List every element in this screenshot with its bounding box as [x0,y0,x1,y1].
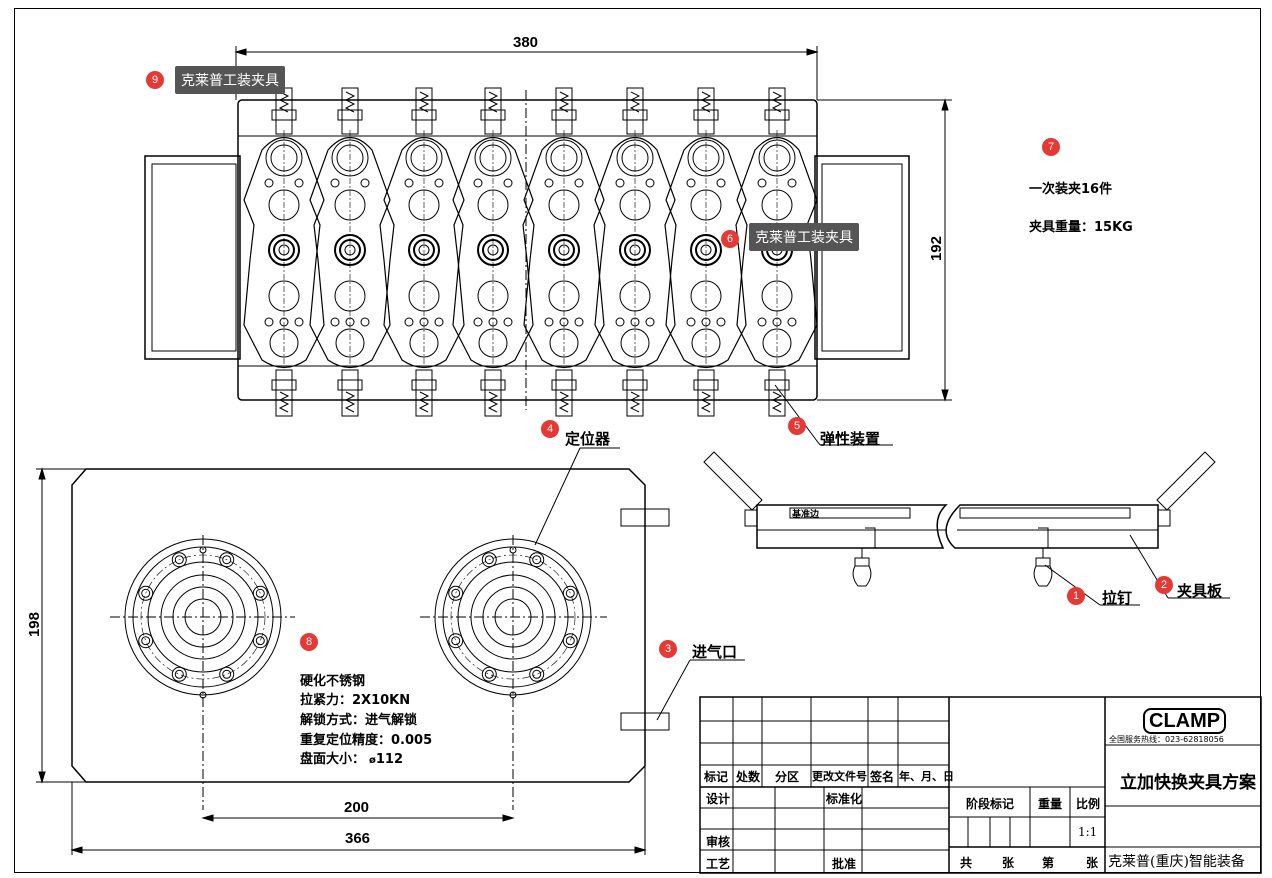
note-repeatability: 重复定位精度：0.005 [300,733,433,748]
row-design: 设计 [706,792,731,806]
clamp-unit [523,87,605,417]
sheet-label-2: 张 [1086,856,1099,870]
locator-disks [124,538,592,699]
row-process: 工艺 [706,857,731,871]
marker-7[interactable]: 7 [1042,138,1060,156]
note-disk-size: 盘面大小：ø112 [300,748,403,767]
tooltip-9: 克莱普工装夹具 [175,66,285,94]
label-air-inlet: 进气口 [692,643,738,661]
note-pieces-per-clamp: 一次装夹16件 [1029,182,1113,197]
marker-1[interactable]: 1 [1067,587,1085,605]
locator-disk [124,538,282,699]
label-elastic-device: 弹性装置 [820,430,881,448]
locator-disk [434,538,592,699]
dimension-200: 200 [344,799,370,816]
marker-4[interactable]: 4 [541,420,559,438]
clamp-unit [243,87,325,417]
marker-2[interactable]: 2 [1155,576,1173,594]
weight-label: 重量 [1038,797,1063,811]
clamp-unit [736,87,818,417]
header-signature: 签名 [870,770,895,784]
stage-mark: 阶段标记 [966,797,1015,811]
marker-6[interactable]: 6 [721,230,739,248]
sheet-label: 张 [1002,856,1015,870]
dimension-192: 192 [928,236,945,262]
company-name: 克莱普(重庆)智能装备 [1108,854,1245,870]
header-count: 处数 [736,770,761,784]
marker-3[interactable]: 3 [659,640,677,658]
side-view [703,451,1216,587]
title-block-grid [699,696,1262,874]
note-material: 硬化不锈钢 [300,674,366,689]
label-datum-edge: 基准边 [792,510,820,520]
clamp-units [243,87,818,417]
dimension-366: 366 [345,830,371,847]
dimension-198: 198 [26,612,43,638]
clamp-unit [665,87,747,417]
page-label: 第 [1042,856,1055,870]
clamp-unit [452,87,534,417]
row-review: 审核 [706,835,731,849]
note-disk-size-label: 盘面大小： [300,752,366,767]
clamp-unit [594,87,676,417]
top-view-outline [144,90,910,410]
drawing-title: 立加快换夹具方案 [1120,773,1256,793]
ratio-label: 比例 [1076,797,1101,811]
label-pull-stud: 拉钉 [1102,589,1133,607]
header-change-doc: 更改文件号 [812,770,867,783]
marker-9[interactable]: 9 [146,71,164,89]
marker-5[interactable]: 5 [788,417,806,435]
header-date: 年、月、日 [899,770,954,783]
header-zone: 分区 [775,770,800,784]
note-fixture-weight: 夹具重量：15KG [1029,220,1133,235]
note-disk-size-value: 112 [375,752,404,767]
note-clamping-force: 拉紧力：2X10KN [300,693,411,708]
marker-8[interactable]: 8 [300,633,318,651]
top-dimension-lines [234,46,952,402]
brand-logo: CLAMP [1143,708,1227,734]
bottom-dimension-lines [36,467,647,855]
label-locator: 定位器 [565,430,611,448]
scale-value: 1:1 [1078,825,1098,839]
note-unlock-method: 解锁方式：进气解锁 [300,713,418,728]
label-fixture-plate: 夹具板 [1177,582,1223,600]
tooltip-6: 克莱普工装夹具 [749,223,859,251]
header-mark: 标记 [704,770,729,784]
row-approve: 批准 [832,857,857,871]
leader-lines [534,384,1230,721]
dimension-380: 380 [513,34,539,51]
row-standardize: 标准化 [826,792,863,806]
clamp-unit [309,87,391,417]
drawing-frame [14,8,1261,873]
hotline: 全国服务热线：023-62818056 [1109,735,1224,744]
diameter-symbol: ø [369,755,376,766]
base-plate-view [71,468,670,810]
clamp-unit [383,87,465,417]
total-label: 共 [960,856,973,870]
